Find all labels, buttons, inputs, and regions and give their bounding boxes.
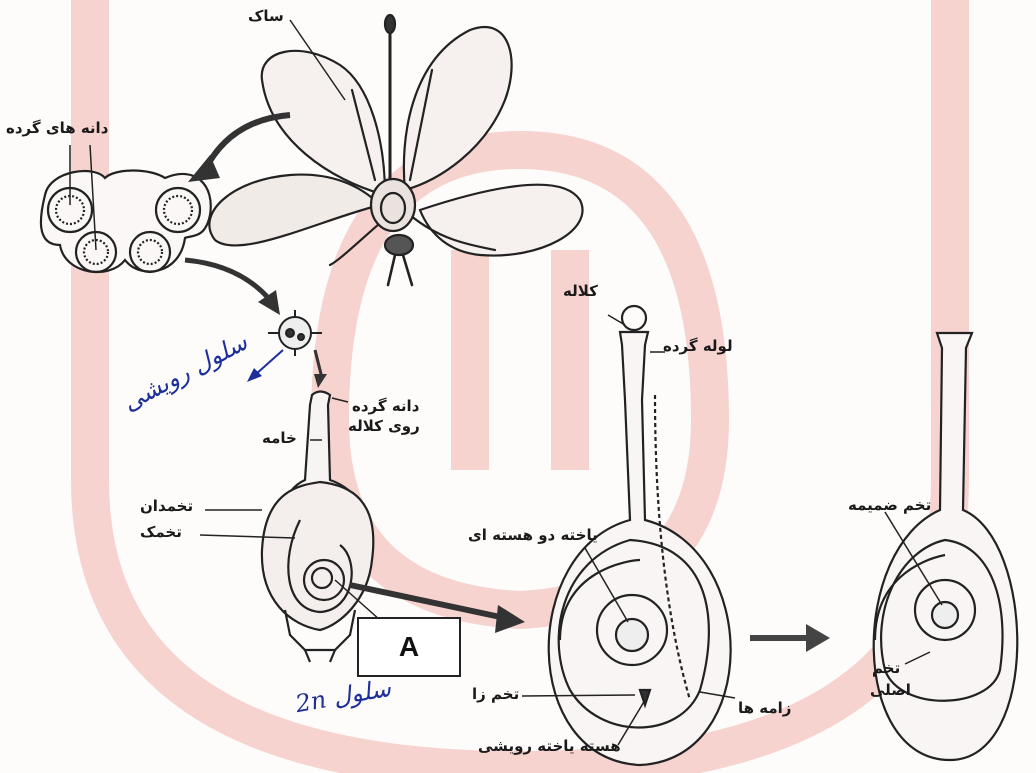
handwriting-arrow <box>255 350 283 375</box>
label-main-egg-2: اصلی <box>870 682 911 699</box>
watermark-logo <box>90 0 950 770</box>
pollen-grain <box>268 310 322 356</box>
label-synergids: زامه ها <box>738 700 791 717</box>
label-style: خامه <box>262 430 297 447</box>
box-a: A <box>357 617 461 677</box>
label-binucleate-cell: یاخته دو هسته ای <box>468 527 598 544</box>
anther-section <box>41 171 211 273</box>
label-generative-nucleus: هسته یاخته رویشی <box>478 738 621 755</box>
label-zygote: تخم زا <box>472 686 519 703</box>
label-pollen-on-stigma-1: دانه گرده <box>352 398 419 415</box>
label-pollen-grains: دانه های گرده <box>6 120 108 137</box>
label-pollen-on-stigma-2: روی کلاله <box>348 418 420 435</box>
label-endosperm-egg: تخم ضمیمه <box>848 497 931 514</box>
label-pollen-tube: لوله گرده <box>663 338 733 355</box>
arrow-head-1 <box>188 155 220 182</box>
arrow-head-5 <box>806 624 830 652</box>
arrow-anther-to-pollen <box>185 260 270 300</box>
label-stigma: کلاله <box>563 283 598 300</box>
label-stamen: ساک <box>248 8 284 25</box>
label-main-egg-1: تخم <box>872 660 900 677</box>
label-ovule: تخمک <box>140 524 182 541</box>
label-ovary: تخمدان <box>140 498 193 515</box>
